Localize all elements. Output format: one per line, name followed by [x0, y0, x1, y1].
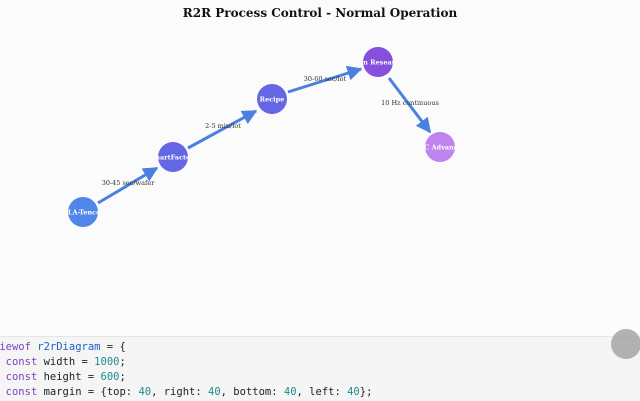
code-text: , left:	[296, 386, 348, 398]
edge-label: 30-60 sec/lot	[304, 75, 347, 83]
code-keyword: const	[5, 356, 38, 368]
edge-labels: 30-45 sec/wafer 2-5 min/lot 30-60 sec/lo…	[102, 75, 439, 187]
code-text: =	[75, 356, 95, 368]
code-editor-panel[interactable]: viewof r2rDiagram = { const width = 1000…	[0, 336, 640, 401]
code-text: width	[37, 356, 76, 368]
edges	[97, 65, 432, 205]
code-text: };	[359, 386, 373, 398]
node-circle[interactable]	[363, 47, 393, 77]
node-label: Lam Research	[352, 59, 404, 67]
code-block[interactable]: viewof r2rDiagram = { const width = 1000…	[0, 337, 633, 400]
code-keyword: viewof	[0, 341, 31, 353]
code-text: =	[81, 371, 101, 383]
node-smartfactory[interactable]: SmartFactory	[148, 142, 197, 172]
edge-kla-to-smartfactory	[97, 166, 159, 205]
edge-recipe-to-lam	[287, 65, 363, 94]
code-text: , right:	[151, 386, 208, 398]
node-label: Recipe	[260, 96, 285, 104]
node-circle[interactable]	[257, 84, 287, 114]
edge-smartfactory-to-recipe	[187, 109, 258, 150]
code-text: ;	[119, 356, 126, 368]
node-label: KLA-Tencor	[62, 209, 104, 217]
code-text: height	[37, 371, 82, 383]
code-text: ;	[119, 371, 126, 383]
code-text: = {top:	[81, 386, 139, 398]
code-number: 40	[138, 386, 152, 398]
process-flow-svg: R2R Process Control - Normal Operation 3…	[62, 6, 467, 227]
code-number: 40	[347, 386, 360, 398]
node-label: SmartFactory	[148, 154, 197, 162]
diagram-canvas: R2R Process Control - Normal Operation 3…	[62, 6, 467, 227]
code-number: 40	[283, 386, 297, 398]
node-pdc-advanced[interactable]: PDC Advanced	[414, 132, 467, 162]
node-recipe[interactable]: Recipe	[257, 84, 287, 114]
node-kla-tencor[interactable]: KLA-Tencor	[62, 197, 104, 227]
node-circle[interactable]	[158, 142, 188, 172]
code-text: = {	[100, 341, 126, 353]
node-circle[interactable]	[425, 132, 455, 162]
diagram-title: R2R Process Control - Normal Operation	[183, 6, 458, 20]
code-keyword: const	[5, 386, 38, 398]
edge-lam-to-pdc	[387, 77, 432, 134]
code-keyword: const	[5, 371, 38, 383]
edge-label: 30-45 sec/wafer	[102, 179, 156, 187]
code-number: 600	[100, 371, 120, 383]
edge-label: 2-5 min/lot	[205, 122, 241, 130]
code-text: margin	[37, 386, 82, 398]
code-number: 40	[208, 386, 221, 398]
code-number: 1000	[94, 356, 120, 368]
code-text: , bottom:	[220, 386, 284, 398]
node-circle[interactable]	[68, 197, 98, 227]
node-label: PDC Advanced	[414, 144, 467, 152]
edge-label: 10 Hz continuous	[381, 99, 439, 107]
code-identifier: r2rDiagram	[37, 341, 101, 353]
node-lam-research[interactable]: Lam Research	[352, 47, 404, 77]
scroll-handle[interactable]	[611, 329, 640, 359]
